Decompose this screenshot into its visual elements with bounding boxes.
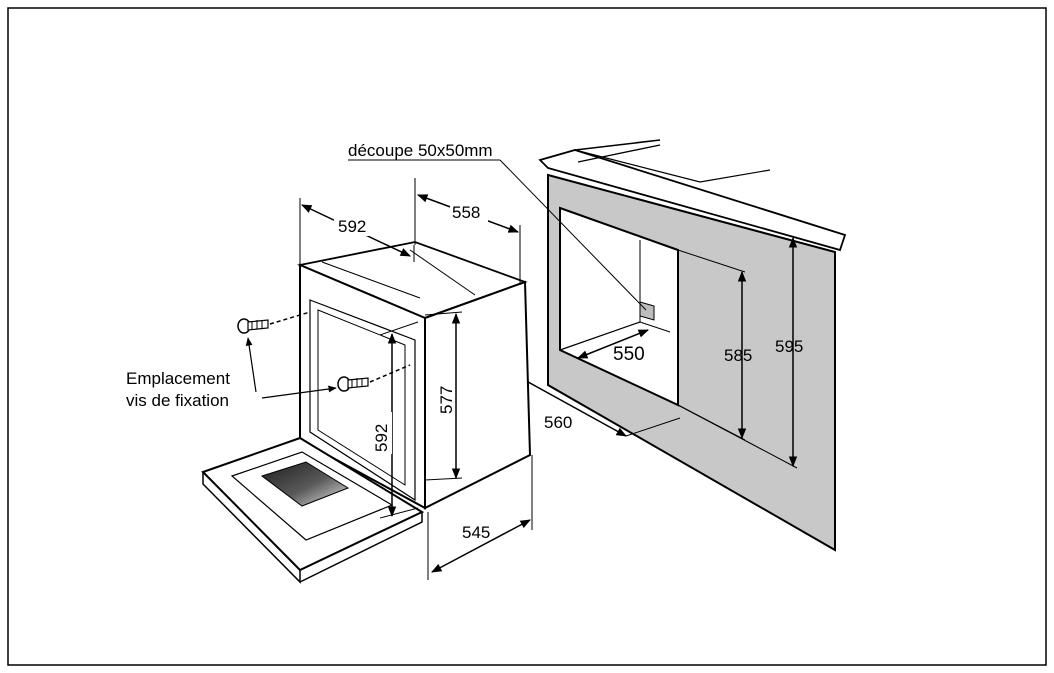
oven-body-height-label: 577 <box>437 386 456 414</box>
fixing-screw-icon <box>237 311 311 334</box>
fixing-label-line1: Emplacement <box>126 369 230 388</box>
niche-height-min-label: 585 <box>724 346 752 365</box>
worktop <box>538 149 847 252</box>
cutout-square <box>639 301 655 321</box>
niche-width-label: 550 <box>613 344 645 365</box>
oven-body-depth-label: 545 <box>462 523 490 542</box>
cutout-label: découpe 50x50mm <box>348 141 493 160</box>
oven-depth-label: 558 <box>452 203 480 222</box>
niche-height-max-label: 595 <box>775 337 803 356</box>
diagram-frame <box>7 7 1047 666</box>
niche-depth-label: 560 <box>544 413 572 432</box>
fixing-label-line2: vis de fixation <box>126 391 229 410</box>
oven-width-label: 592 <box>338 217 366 236</box>
oven-height-label: 592 <box>372 424 391 452</box>
door-glass <box>260 461 350 507</box>
